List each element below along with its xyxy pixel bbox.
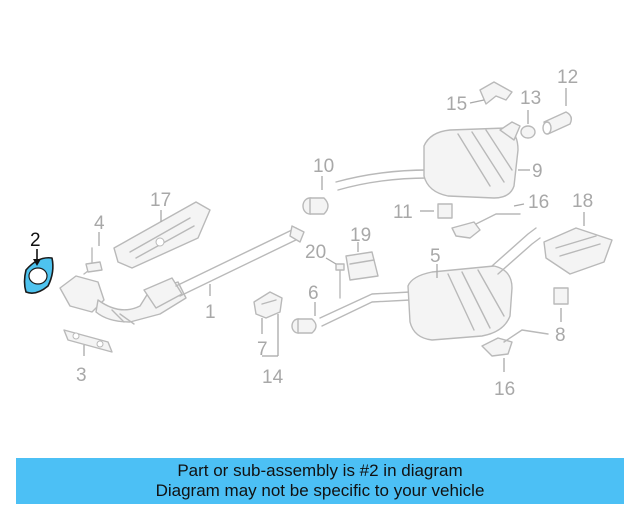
part-17-heat-shield: [113, 201, 211, 269]
callout-20: 20: [305, 242, 326, 263]
callout-12: 12: [557, 67, 578, 88]
part-16-hanger-lower: [481, 329, 549, 357]
part-1-intermediate-pipe: [175, 225, 305, 297]
callout-8: 8: [555, 325, 566, 346]
callout-18: 18: [572, 191, 593, 212]
part-6-clamp: [291, 318, 317, 334]
callout-14: 14: [262, 367, 284, 388]
part-2-gasket[interactable]: [23, 256, 54, 294]
callout-11: 11: [393, 202, 413, 223]
catalytic-converter: [59, 275, 187, 325]
callout-1: 1: [205, 302, 216, 323]
part-5-center-muffler: [319, 227, 541, 341]
part-8-hanger: [553, 287, 569, 305]
banner-line-2: Diagram may not be specific to your vehi…: [155, 481, 485, 500]
callout-7: 7: [257, 339, 268, 360]
callout-16b: 16: [494, 379, 515, 400]
exhaust-system-diagram: 2 3 4 17 1 10: [23, 67, 613, 400]
part-10-clamp: [302, 197, 329, 215]
callout-15: 15: [446, 94, 467, 115]
callout-17: 17: [150, 190, 171, 211]
part-16-hanger-upper: [451, 213, 521, 239]
part-7-bracket: [253, 291, 283, 319]
callout-5: 5: [430, 246, 441, 267]
callout-2: 2: [30, 230, 41, 251]
callout-4: 4: [94, 213, 105, 234]
callout-19: 19: [350, 225, 371, 246]
callout-3: 3: [76, 365, 87, 386]
part-18-heat-shield: [543, 227, 613, 275]
info-banner: Part or sub-assembly is #2 in diagram Di…: [16, 458, 624, 504]
part-15-bracket: [479, 81, 513, 105]
callout-13: 13: [520, 88, 541, 109]
part-13-clamp: [520, 125, 536, 139]
part-4-hanger: [83, 247, 103, 275]
callout-10: 10: [313, 156, 334, 177]
banner-line-1: Part or sub-assembly is #2 in diagram: [177, 461, 463, 480]
part-19-shield: [345, 251, 379, 281]
callout-6: 6: [308, 283, 319, 304]
part-11-hanger: [437, 203, 453, 219]
part-3-bracket: [63, 329, 113, 353]
callout-16a: 16: [528, 192, 549, 213]
part-20-stud: [335, 263, 345, 299]
callout-9: 9: [532, 161, 543, 182]
part-12-tail-pipe: [542, 111, 573, 135]
part-9-rear-muffler: [335, 121, 521, 199]
